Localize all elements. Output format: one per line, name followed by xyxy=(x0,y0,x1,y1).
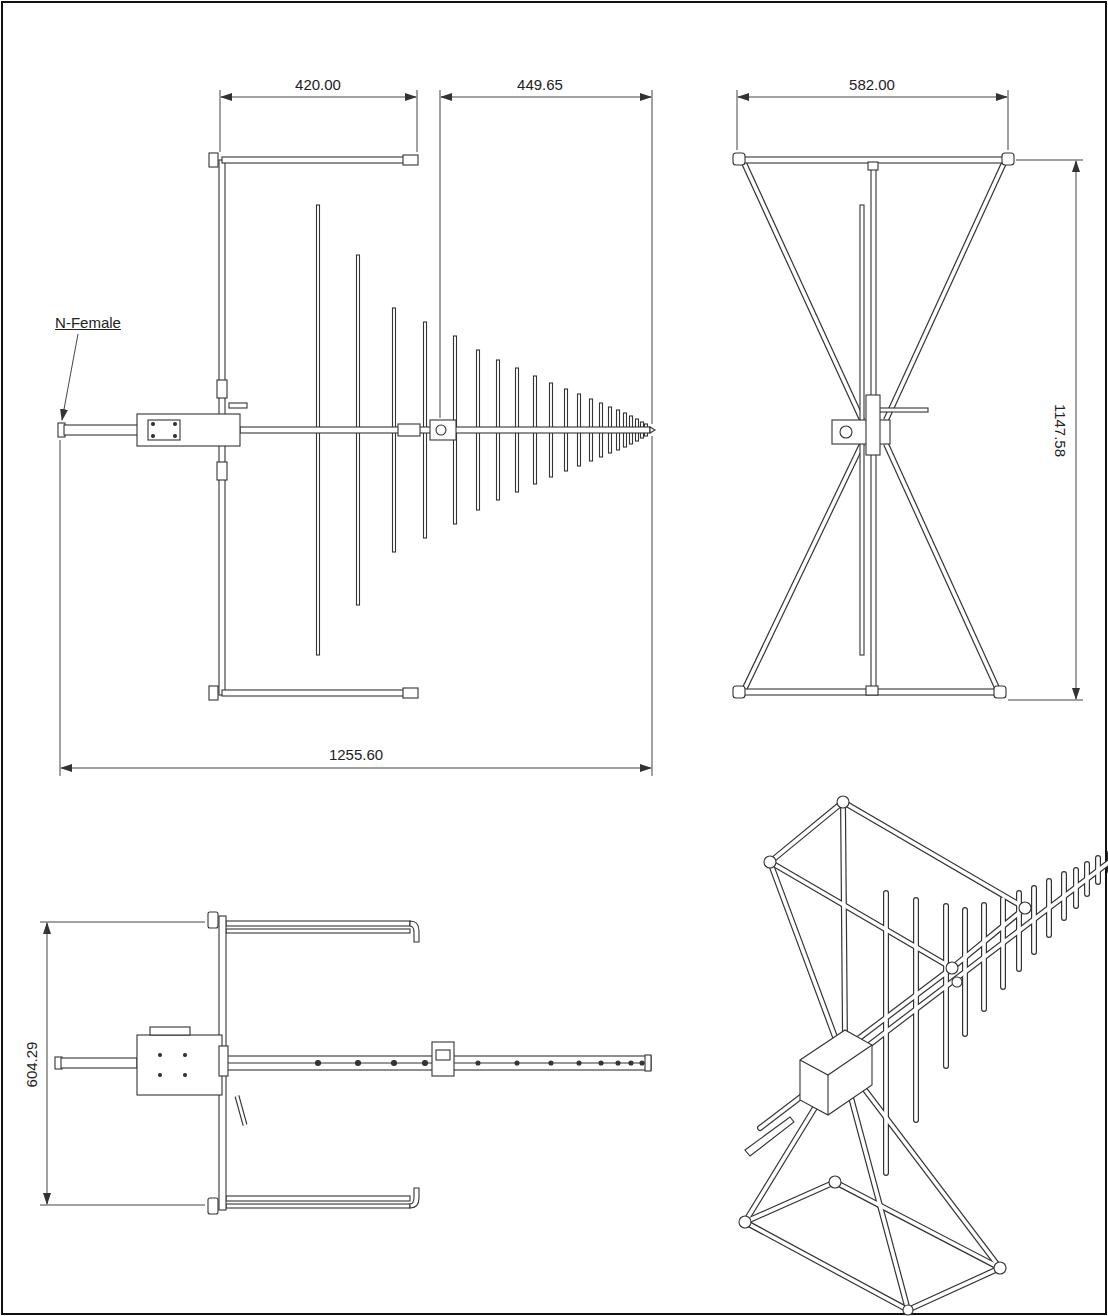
dimension-label: 449.65 xyxy=(517,77,563,92)
connector-label: N-Female xyxy=(55,315,121,330)
top-view xyxy=(55,912,651,1214)
side-view xyxy=(58,153,655,700)
isometric-view xyxy=(745,802,1108,1310)
dimension-label: 604.29 xyxy=(24,1041,39,1087)
dimension-lines xyxy=(737,90,1083,700)
dimension-lines xyxy=(60,90,652,776)
dimension-label: 1255.60 xyxy=(329,747,383,762)
dimension-label: 1147.58 xyxy=(1053,403,1068,456)
dimension-lines xyxy=(40,922,205,1205)
isometric-view-parts xyxy=(739,796,1031,1315)
dimension-label: 420.00 xyxy=(295,77,341,92)
front-view-parts xyxy=(733,153,1014,698)
front-view xyxy=(744,163,1004,690)
dimension-label: 582.00 xyxy=(849,77,895,92)
